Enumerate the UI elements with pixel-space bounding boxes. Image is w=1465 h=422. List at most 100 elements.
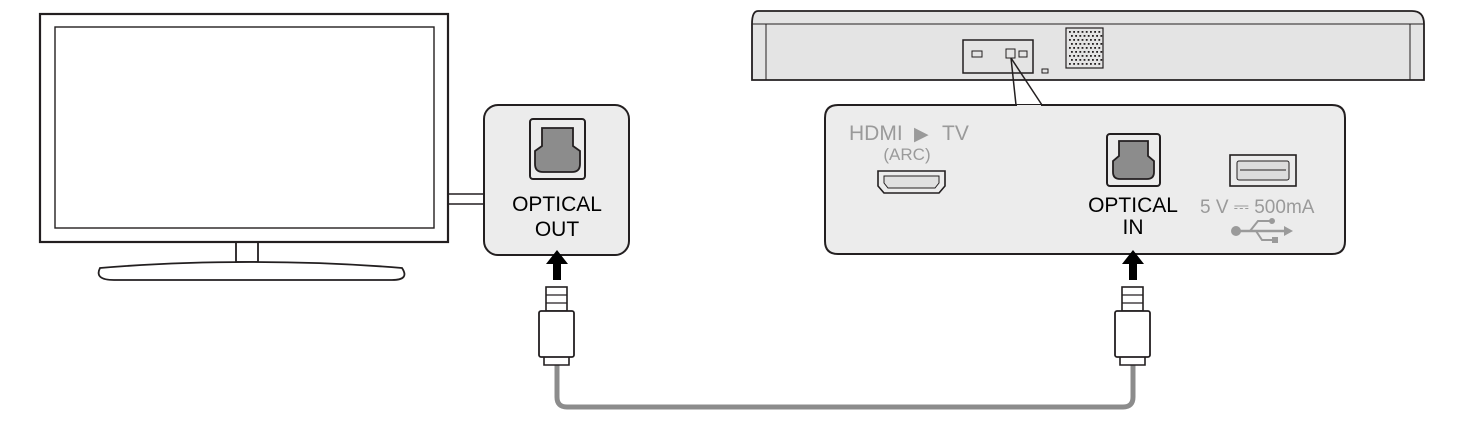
grille-dot bbox=[1094, 31, 1096, 33]
grille-dot bbox=[1085, 55, 1088, 57]
grille-dot bbox=[1094, 63, 1096, 65]
hdmi-label: HDMI bbox=[849, 122, 903, 145]
usb-port bbox=[1229, 154, 1297, 187]
grille-dot bbox=[1069, 63, 1071, 65]
hdmi-arc-label: (ARC) bbox=[883, 145, 930, 164]
grille-dot bbox=[1100, 43, 1103, 45]
grille-dot bbox=[1096, 43, 1098, 45]
grille-dot bbox=[1069, 31, 1071, 33]
tv-screen bbox=[54, 26, 435, 229]
grille-dot bbox=[1085, 63, 1088, 65]
hdmi-port bbox=[877, 170, 946, 194]
grille-dot bbox=[1090, 63, 1092, 65]
grille-dot bbox=[1083, 35, 1086, 37]
grille-dot bbox=[1071, 59, 1073, 61]
left-insert-arrow-icon bbox=[546, 250, 568, 280]
grille-dot bbox=[1069, 55, 1071, 57]
soundbar-mini-hdmi bbox=[971, 50, 983, 58]
grille-dot bbox=[1087, 43, 1090, 45]
grille-dot bbox=[1077, 55, 1080, 57]
grille-dot bbox=[1094, 47, 1096, 49]
grille-dot bbox=[1085, 47, 1088, 49]
grille-dot bbox=[1079, 51, 1082, 53]
usb-power-label: 5 V ⎓ 500mA bbox=[1200, 197, 1315, 218]
grille-dot bbox=[1092, 43, 1094, 45]
optical-out-port bbox=[529, 118, 586, 180]
grille-dot bbox=[1083, 59, 1086, 61]
grille-dot bbox=[1094, 55, 1096, 57]
grille-dot bbox=[1090, 31, 1092, 33]
tv-callout-lines bbox=[448, 193, 484, 205]
hdmi-tv-label: TV bbox=[942, 122, 969, 145]
grille-dot bbox=[1098, 55, 1101, 57]
grille-dot bbox=[1098, 63, 1101, 65]
grille-dot bbox=[1092, 35, 1094, 37]
soundbar-mini-optical bbox=[1005, 48, 1016, 59]
tv-stand-base bbox=[97, 261, 406, 281]
grille-dot bbox=[1081, 55, 1084, 57]
grille-dot bbox=[1100, 59, 1103, 61]
television bbox=[38, 12, 484, 281]
grille-dot bbox=[1098, 39, 1101, 41]
grille-dot bbox=[1077, 31, 1080, 33]
grille-dot bbox=[1077, 47, 1080, 49]
hdmi-arrow-icon: ▶ bbox=[914, 124, 929, 145]
grille-dot bbox=[1077, 63, 1080, 65]
grille-dot bbox=[1071, 35, 1073, 37]
tv-optical-out-panel: OPTICAL OUT bbox=[483, 104, 630, 256]
grille-dot bbox=[1092, 59, 1094, 61]
grille-dot bbox=[1079, 59, 1082, 61]
grille-dot bbox=[1098, 31, 1101, 33]
grille-dot bbox=[1096, 35, 1098, 37]
soundbar-callout-lines bbox=[1010, 57, 1043, 106]
grille-dot bbox=[1083, 43, 1086, 45]
grille-dot bbox=[1100, 35, 1103, 37]
tv-stand-neck bbox=[235, 242, 259, 263]
grille-dot bbox=[1075, 51, 1077, 53]
grille-dot bbox=[1085, 39, 1088, 41]
grille-dot bbox=[1096, 59, 1098, 61]
soundbar-power-led bbox=[1041, 68, 1049, 74]
grille-dot bbox=[1098, 47, 1101, 49]
grille-dot bbox=[1081, 39, 1084, 41]
grille-dot bbox=[1073, 55, 1075, 57]
optical-in-label-line2: IN bbox=[1123, 216, 1144, 239]
grille-dot bbox=[1087, 51, 1090, 53]
right-cable-plug bbox=[1114, 286, 1151, 366]
grille-dot bbox=[1077, 39, 1080, 41]
grille-dot bbox=[1073, 31, 1075, 33]
grille-dot bbox=[1073, 47, 1075, 49]
grille-dot bbox=[1083, 51, 1086, 53]
grille-dot bbox=[1085, 31, 1088, 33]
usb-icon bbox=[1231, 218, 1293, 243]
grille-dot bbox=[1075, 43, 1077, 45]
grille-dot bbox=[1073, 63, 1075, 65]
optical-in-label-line1: OPTICAL bbox=[1088, 194, 1178, 217]
soundbar-mini-usb bbox=[1018, 50, 1028, 58]
optical-in-port bbox=[1106, 133, 1161, 187]
grille-dot bbox=[1079, 43, 1082, 45]
optical-cable bbox=[538, 250, 1151, 410]
left-cable-plug bbox=[538, 286, 575, 366]
grille-dot bbox=[1090, 55, 1092, 57]
grille-dot bbox=[1075, 59, 1077, 61]
grille-dot bbox=[1090, 47, 1092, 49]
grille-dot bbox=[1081, 31, 1084, 33]
grille-dot bbox=[1071, 51, 1073, 53]
grille-dot bbox=[1069, 39, 1071, 41]
cable-line bbox=[554, 365, 1136, 410]
grille-dot bbox=[1087, 59, 1090, 61]
grille-dot bbox=[1079, 35, 1082, 37]
grille-dot bbox=[1090, 39, 1092, 41]
grille-dot bbox=[1094, 39, 1096, 41]
right-insert-arrow-icon bbox=[1122, 250, 1144, 280]
grille-dot bbox=[1081, 47, 1084, 49]
optical-out-label-line2: OUT bbox=[535, 218, 580, 241]
optical-out-label-line1: OPTICAL bbox=[512, 193, 602, 216]
soundbar-rear-panel: HDMI ▶ TV (ARC) OPTICAL IN 5 V ⎓ 500mA bbox=[824, 104, 1346, 255]
grille-dot bbox=[1100, 51, 1103, 53]
grille-dot bbox=[1073, 39, 1075, 41]
soundbar-speaker-grille bbox=[1065, 27, 1104, 69]
grille-dot bbox=[1096, 51, 1098, 53]
